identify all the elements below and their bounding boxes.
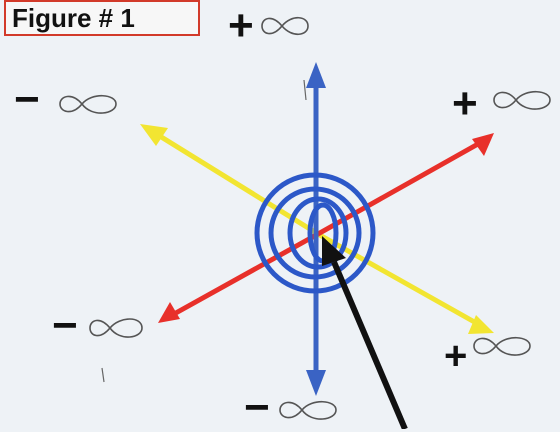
yellow-arrowhead-lower-right	[468, 315, 494, 334]
red-arrowhead-upper-right	[472, 133, 494, 156]
pointer-arrow	[322, 236, 408, 429]
infinity-loop-icon	[261, 16, 309, 36]
infinity-loop-icon	[473, 336, 531, 356]
infinity-loop-icon	[89, 318, 143, 338]
vertical-axis	[306, 62, 326, 396]
sign-upper-left: −	[14, 75, 40, 124]
infinity-loop-icon	[493, 90, 551, 110]
red-arrowhead-lower-left	[158, 302, 180, 323]
sign-top: +	[228, 1, 254, 50]
sign-upper-right: +	[452, 79, 478, 128]
sign-lower-left: −	[52, 301, 78, 350]
infinity-loop-icon	[59, 94, 117, 114]
red-axis	[158, 133, 494, 323]
blue-arrowhead-bottom	[306, 370, 326, 396]
stray-mark	[101, 367, 105, 383]
blue-arrowhead-top	[306, 62, 326, 88]
infinity-loop-icon	[279, 400, 337, 420]
stray-mark	[303, 79, 307, 101]
figure-label: Figure # 1	[4, 0, 200, 36]
sign-bottom: −	[244, 383, 270, 432]
sign-lower-right: +	[444, 334, 468, 378]
pointer-arrowhead	[322, 236, 346, 266]
yellow-arrowhead-upper-left	[140, 124, 168, 146]
